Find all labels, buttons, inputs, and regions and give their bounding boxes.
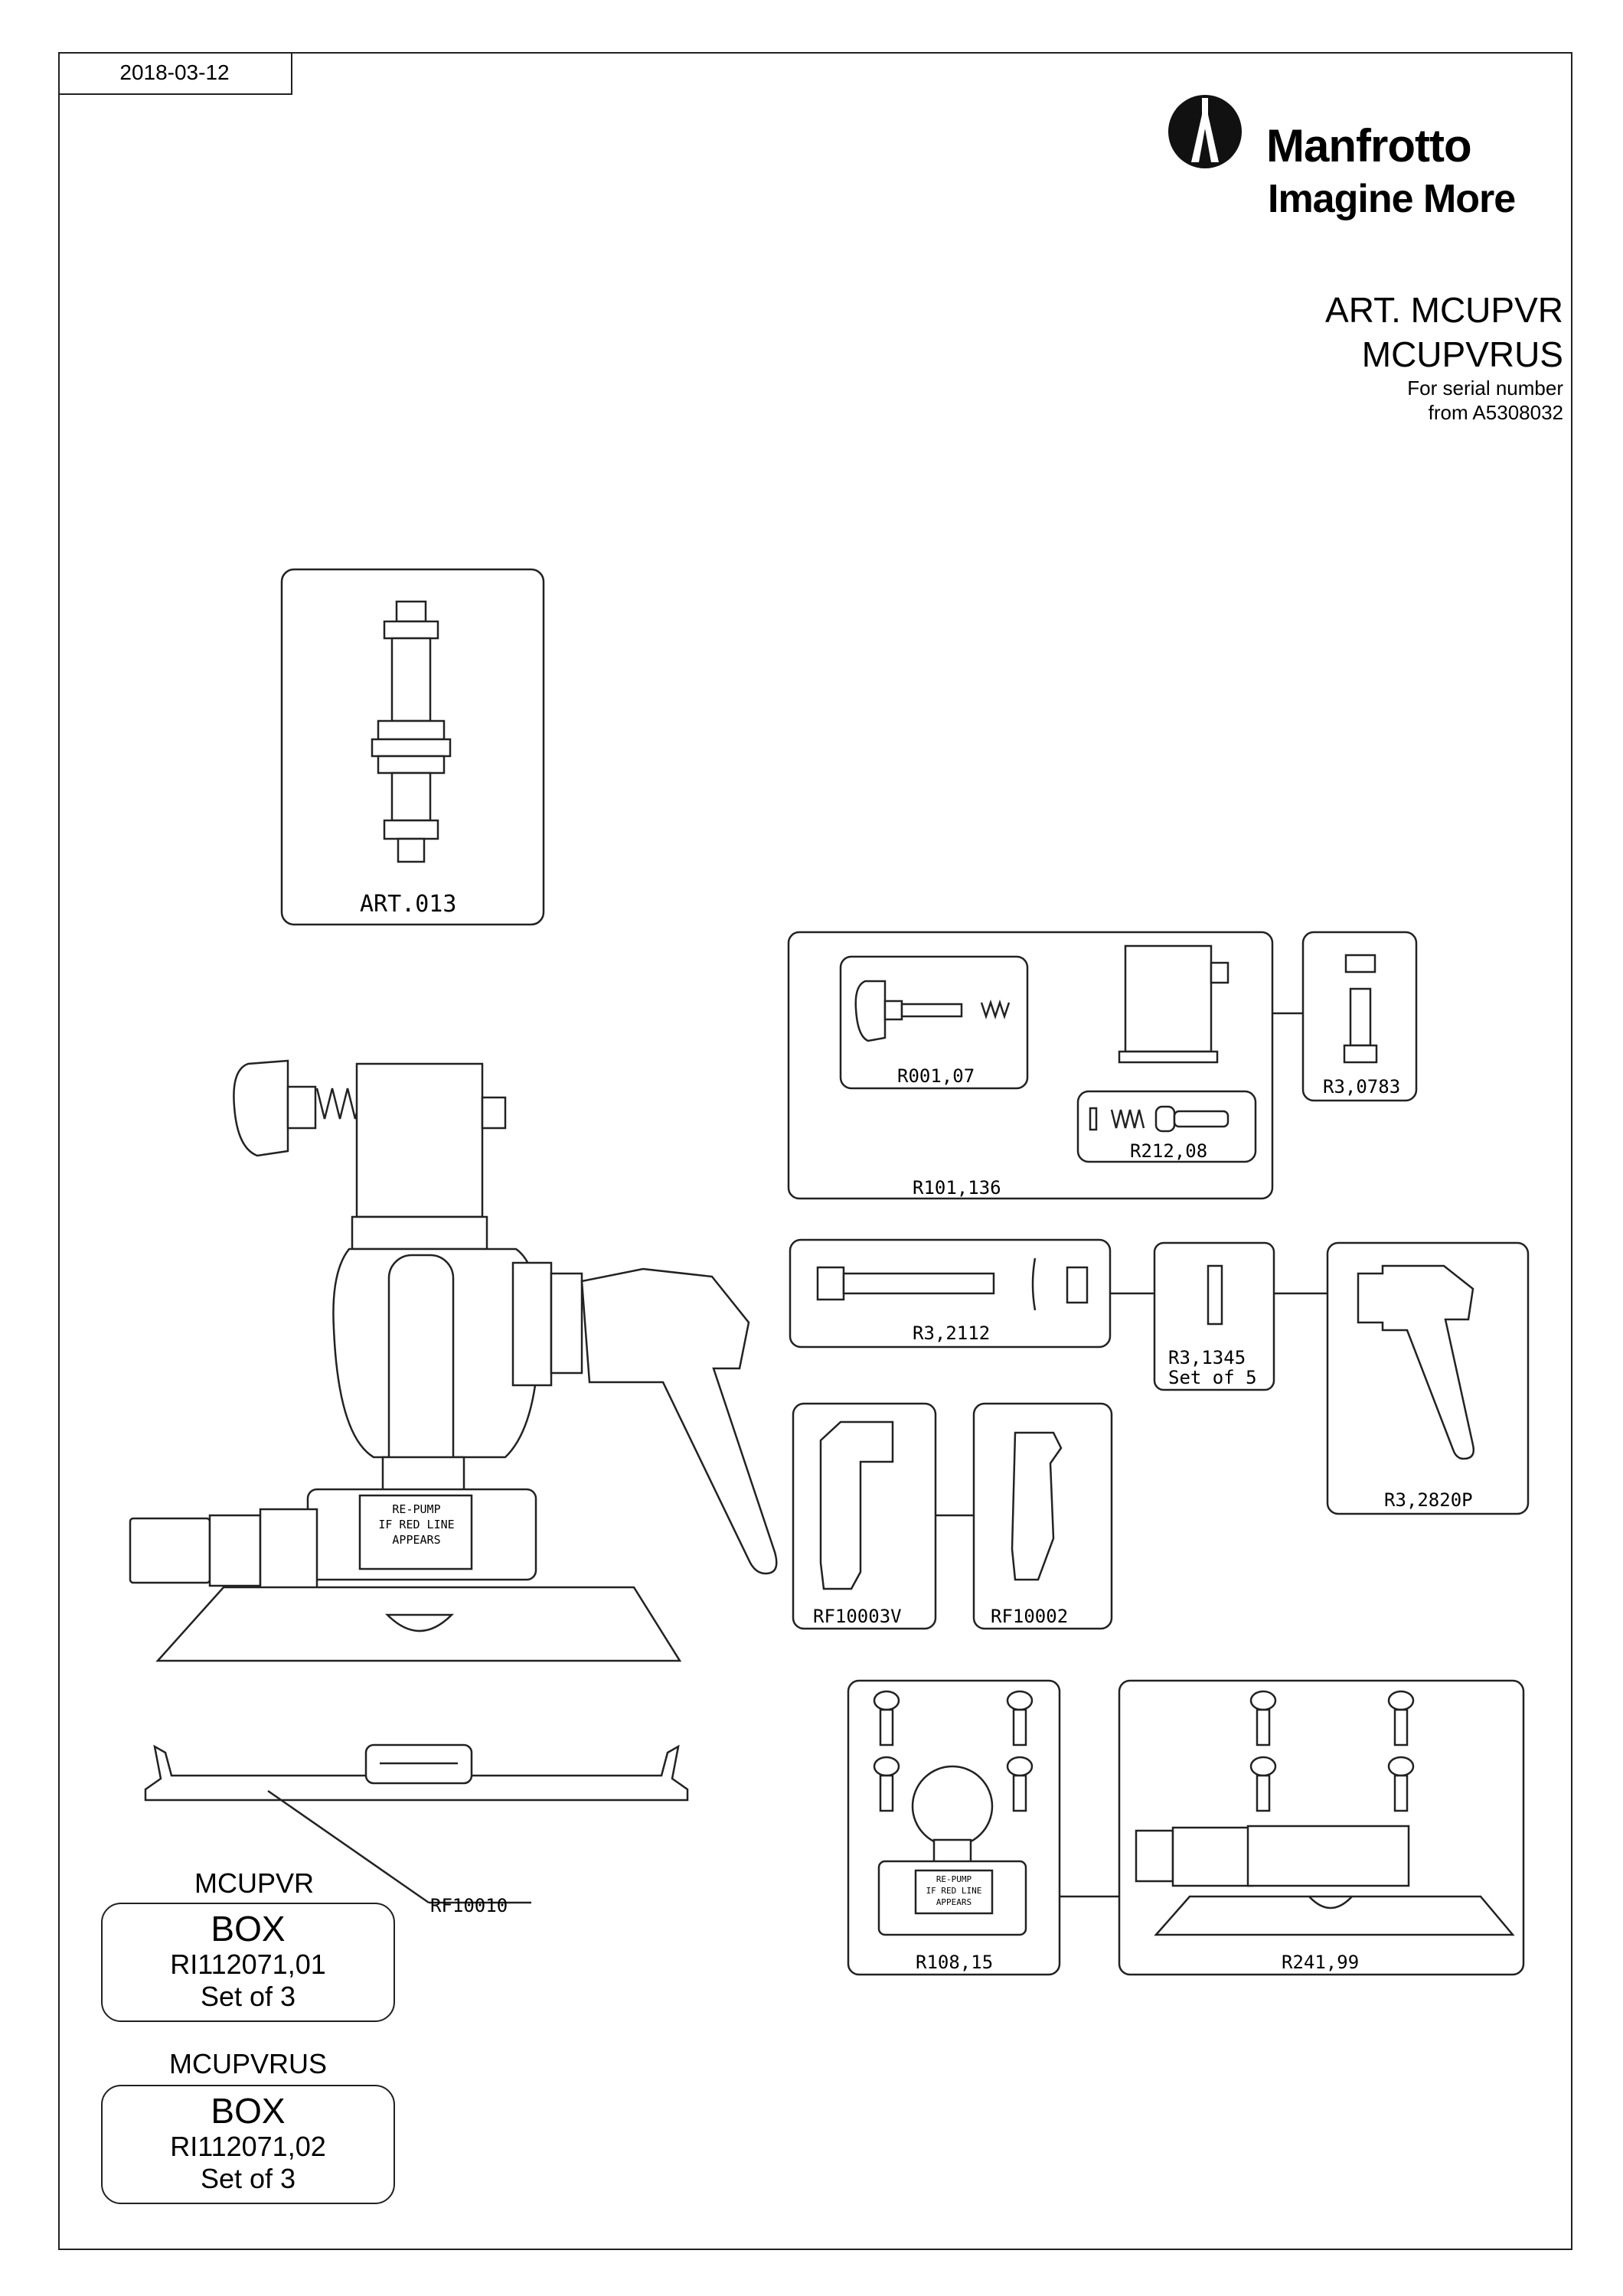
r32820p-panel xyxy=(1326,1241,1530,1515)
box-qty: Set of 3 xyxy=(200,2163,296,2194)
art013-panel xyxy=(280,568,545,926)
box-panel-mcupvrus: BOX RI112071,02 Set of 3 xyxy=(101,2085,395,2204)
rf10002-panel xyxy=(972,1402,1113,1630)
clamp-body-icon xyxy=(1118,944,1229,1064)
spring-pin-icon xyxy=(1089,1105,1229,1133)
rf10010-plate xyxy=(144,1743,689,1904)
box-code: RI112071,02 xyxy=(170,2131,326,2162)
screw-icon xyxy=(1249,1690,1415,1812)
r101136-panel xyxy=(787,931,1303,1200)
label-r21208: R212,08 xyxy=(1130,1140,1208,1162)
box-model-mcupvr: MCUPVR xyxy=(194,1867,314,1899)
drawing-frame xyxy=(58,52,1572,2250)
box-title: BOX xyxy=(211,2091,286,2131)
label-r32112: R3,2112 xyxy=(913,1322,991,1344)
label-r00107: R001,07 xyxy=(897,1065,975,1087)
box-title: BOX xyxy=(211,1909,286,1949)
knob-screw-icon xyxy=(854,980,1011,1042)
r24199-panel xyxy=(1118,1679,1525,1976)
label-r30783: R3,0783 xyxy=(1323,1076,1401,1097)
manfrotto-logo-icon xyxy=(1168,95,1242,168)
label-r24199: R241,99 xyxy=(1282,1952,1360,1973)
label-rf10002: RF10002 xyxy=(991,1606,1069,1627)
label-r101136: R101,136 xyxy=(913,1177,1001,1199)
label-rf10010: RF10010 xyxy=(430,1895,508,1916)
repump-label-main: RE-PUMP IF RED LINE APPEARS xyxy=(378,1502,455,1547)
label-r32820p: R3,2820P xyxy=(1384,1489,1473,1511)
box-panel-mcupvr: BOX RI112071,01 Set of 3 xyxy=(101,1903,395,2022)
box-model-mcupvrus: MCUPVRUS xyxy=(168,2048,327,2079)
label-art013: ART.013 xyxy=(360,891,457,918)
r31345-panel xyxy=(1153,1241,1327,1391)
screw-icon xyxy=(873,1690,1034,1812)
suction-cup-assembly xyxy=(129,1059,778,1662)
spigot-icon xyxy=(371,600,452,863)
repump-label-r10815: RE-PUMP IF RED LINE APPEARS xyxy=(926,1874,982,1907)
brand-name: Manfrotto xyxy=(1266,120,1472,171)
serial-note-line2: from A5308032 xyxy=(1428,401,1563,424)
box-code: RI112071,01 xyxy=(170,1949,326,1980)
label-r31345: R3,1345 xyxy=(1168,1347,1246,1368)
brand-slogan: Imagine More xyxy=(1268,177,1516,221)
rf10003v-panel xyxy=(792,1402,974,1630)
serial-note-line1: For serial number xyxy=(1407,377,1563,400)
label-r10815: R108,15 xyxy=(916,1952,994,1973)
r10815-panel xyxy=(847,1679,1119,1976)
label-rf10003v: RF10003V xyxy=(813,1606,902,1627)
article-title: ART. MCUPVR xyxy=(1325,290,1563,330)
article-subtitle: MCUPVRUS xyxy=(1361,334,1563,374)
box-qty: Set of 3 xyxy=(200,1981,296,2012)
drawing-date: 2018-03-12 xyxy=(58,52,292,95)
r30783-panel xyxy=(1301,931,1418,1102)
r32112-panel xyxy=(789,1238,1154,1349)
label-r31345-set: Set of 5 xyxy=(1168,1367,1257,1388)
